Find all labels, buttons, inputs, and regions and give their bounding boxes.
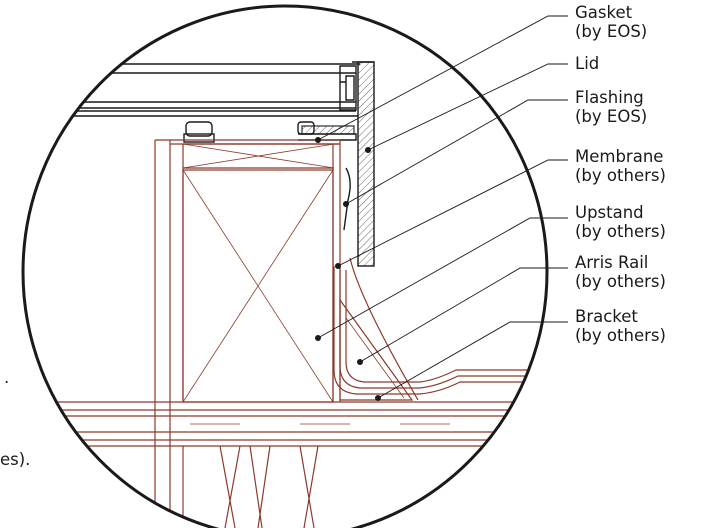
callout-labels: Gasket (by EOS) Lid Flashing (by EOS) Me… bbox=[575, 3, 666, 345]
leader-lines bbox=[317, 15, 568, 399]
callout-membrane-name: Membrane bbox=[575, 147, 663, 166]
callout-gasket-name: Gasket bbox=[575, 3, 633, 22]
cropped-text-fragment-2: es). bbox=[0, 450, 30, 469]
callout-arris-rail-note: (by others) bbox=[575, 272, 666, 291]
membrane-flashing bbox=[333, 167, 547, 401]
callout-membrane-note: (by others) bbox=[575, 166, 666, 185]
callout-bracket-note: (by others) bbox=[575, 326, 666, 345]
callout-flashing-name: Flashing bbox=[575, 88, 644, 107]
lid-shape bbox=[352, 61, 375, 267]
fixings bbox=[183, 121, 315, 143]
section-detail bbox=[23, 61, 547, 528]
callout-gasket-note: (by EOS) bbox=[575, 22, 647, 41]
callout-arris-rail-name: Arris Rail bbox=[575, 253, 648, 272]
deck-structure bbox=[23, 401, 547, 528]
detail-circle bbox=[21, 4, 549, 528]
callout-lid-name: Lid bbox=[575, 54, 599, 73]
skylight-frame bbox=[23, 63, 360, 117]
callout-upstand-name: Upstand bbox=[575, 203, 644, 222]
callout-flashing-note: (by EOS) bbox=[575, 107, 647, 126]
callout-bracket-name: Bracket bbox=[575, 307, 638, 326]
cropped-text-fragment-1: . bbox=[4, 368, 9, 387]
callout-upstand-note: (by others) bbox=[575, 222, 666, 241]
